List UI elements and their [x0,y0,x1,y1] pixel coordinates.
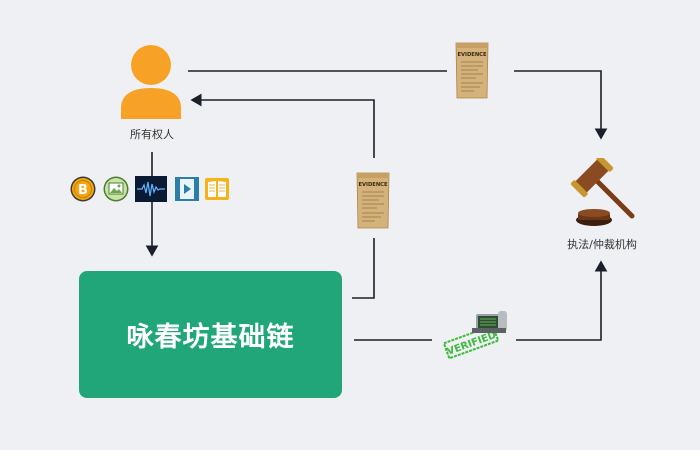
verified-stamp-icon: VERIFIED [442,311,507,360]
evidence-text: EVIDENCE [457,52,486,58]
owner-to-authority-line [188,70,601,138]
gavel-icon [570,158,635,226]
evidence-text: EVIDENCE [358,182,387,188]
evidence-bag-icon: EVIDENCE [455,42,489,99]
chain-to-authority-line [354,262,601,341]
chain-node: 咏春坊基础链 [79,271,342,398]
image-icon [103,176,129,202]
authority-label: 执法/仲裁机构 [567,238,637,251]
book-icon [205,178,229,200]
svg-text:B: B [78,183,88,198]
bitcoin-icon: B [70,176,96,202]
person-icon [121,45,181,119]
chain-to-owner-line [192,100,375,299]
owner-label: 所有权人 [130,128,174,141]
audio-wave-icon [135,176,167,202]
evidence-bag-icon: EVIDENCE [356,172,390,229]
video-icon [175,177,199,201]
